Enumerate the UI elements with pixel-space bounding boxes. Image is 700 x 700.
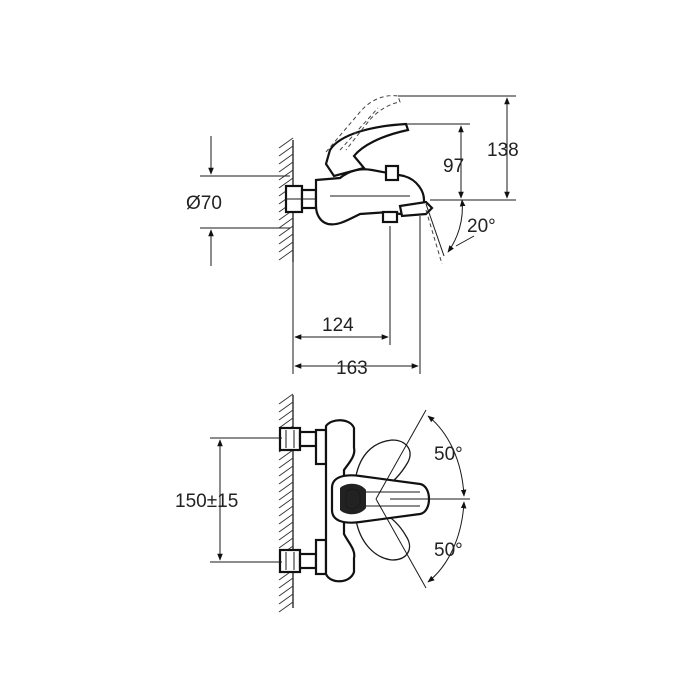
wall-hatch-line — [278, 497, 294, 509]
dim-20-label: 20° — [467, 216, 496, 237]
wall-hatch-line — [278, 249, 294, 261]
wall-hatch-line — [278, 577, 294, 589]
wall-hatch-line — [278, 233, 294, 245]
front-view: 50° 50° 150±15 — [175, 393, 470, 613]
dim-height-lever: 138 — [398, 95, 519, 201]
wall-connector — [284, 184, 318, 214]
dim-124-label: 124 — [322, 315, 354, 336]
arc-rotation-down — [427, 501, 467, 583]
wall-hatch-line — [278, 449, 294, 461]
wall-hatch-line — [278, 169, 294, 181]
wall-hatch-line — [278, 417, 294, 429]
wall-hatch-line — [278, 585, 294, 597]
dim-138-label: 138 — [487, 140, 519, 161]
diverter-knob — [384, 164, 400, 182]
wall-hatch-line — [278, 241, 294, 253]
wall-hatch-line — [278, 153, 294, 165]
dim-163-label: 163 — [336, 358, 368, 379]
connector-bottom — [278, 538, 328, 576]
lever-side — [324, 122, 410, 178]
connector-top — [278, 426, 328, 466]
dim-50-down-label: 50° — [434, 540, 463, 561]
side-view: Ø70 138 97 20° 124 163 — [186, 95, 519, 379]
wall-hatch-line — [278, 521, 294, 533]
wall-hatch-line — [278, 473, 294, 485]
wall-hatch-line — [278, 145, 294, 157]
wall-hatch-line — [278, 513, 294, 525]
spout-side — [398, 200, 434, 218]
wall-hatch-line — [278, 593, 294, 605]
dim-centers: 150±15 — [175, 437, 282, 563]
dim-diameter-label: Ø70 — [186, 193, 222, 214]
wall-hatch-line — [278, 505, 294, 517]
lever-raised-outline — [325, 95, 401, 153]
wall-hatch-line — [278, 465, 294, 477]
dim-spout-angle: 20° — [447, 199, 496, 253]
dim-50-up-label: 50° — [434, 444, 463, 465]
wall-hatch-line — [278, 401, 294, 413]
dim-97-label: 97 — [443, 156, 464, 177]
dim-height-spout: 97 — [406, 123, 470, 199]
wall-hatch-line — [278, 601, 294, 613]
wall-front — [278, 393, 294, 613]
wall-hatch-line — [278, 161, 294, 173]
wall-hatch-line — [278, 529, 294, 541]
dim-diameter: Ø70 — [186, 136, 290, 266]
wall-hatch-line — [278, 489, 294, 501]
wall-hatch-line — [278, 225, 294, 237]
wall-hatch-line — [278, 409, 294, 421]
wall-hatch-line — [278, 537, 294, 549]
wall-hatch-line — [278, 457, 294, 469]
wall-hatch-line — [278, 177, 294, 189]
wall-hatch-line — [278, 393, 294, 405]
dim-depths: 124 163 — [292, 216, 421, 379]
wall-hatch-line — [278, 217, 294, 229]
arc-rotation-up — [427, 415, 467, 497]
wall-hatch-line — [278, 481, 294, 493]
dim-centers-label: 150±15 — [175, 491, 238, 512]
wall-hatch-line — [278, 137, 294, 149]
